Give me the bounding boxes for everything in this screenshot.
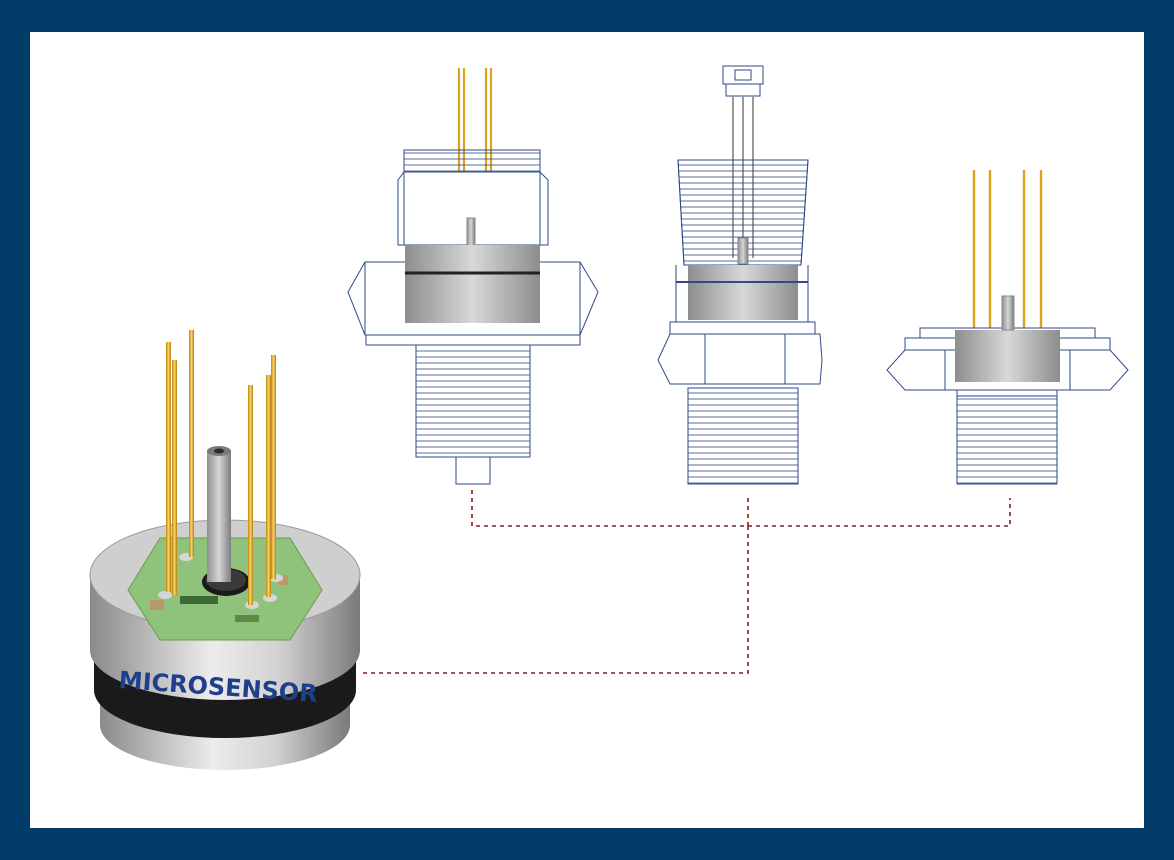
bottom-thread-3 [956,395,1058,485]
tip-stub [455,456,491,485]
pin-wires-3 [972,170,1043,330]
sensor-core-cylinder-3 [955,330,1060,382]
hex-nut-2 [657,333,823,385]
transmitter-flat-hex-fitting [886,170,1129,485]
core-sensor: MICROSENSOR [89,330,361,770]
gold-pins [158,330,283,609]
vent-tube-2 [737,237,749,265]
bottom-thread [415,344,531,458]
connector-lines [360,490,1011,674]
transmitter-connector-housing [657,65,823,485]
bottom-thread-2 [687,387,799,485]
top-thread-cap [403,149,541,173]
sensor-core-cylinder [405,245,540,323]
sensor-core-cylinder-2 [688,265,798,320]
transmitter-threaded-nut-housing [347,68,599,485]
pressure-tube [207,450,231,582]
vent-tube-3 [1001,295,1015,331]
